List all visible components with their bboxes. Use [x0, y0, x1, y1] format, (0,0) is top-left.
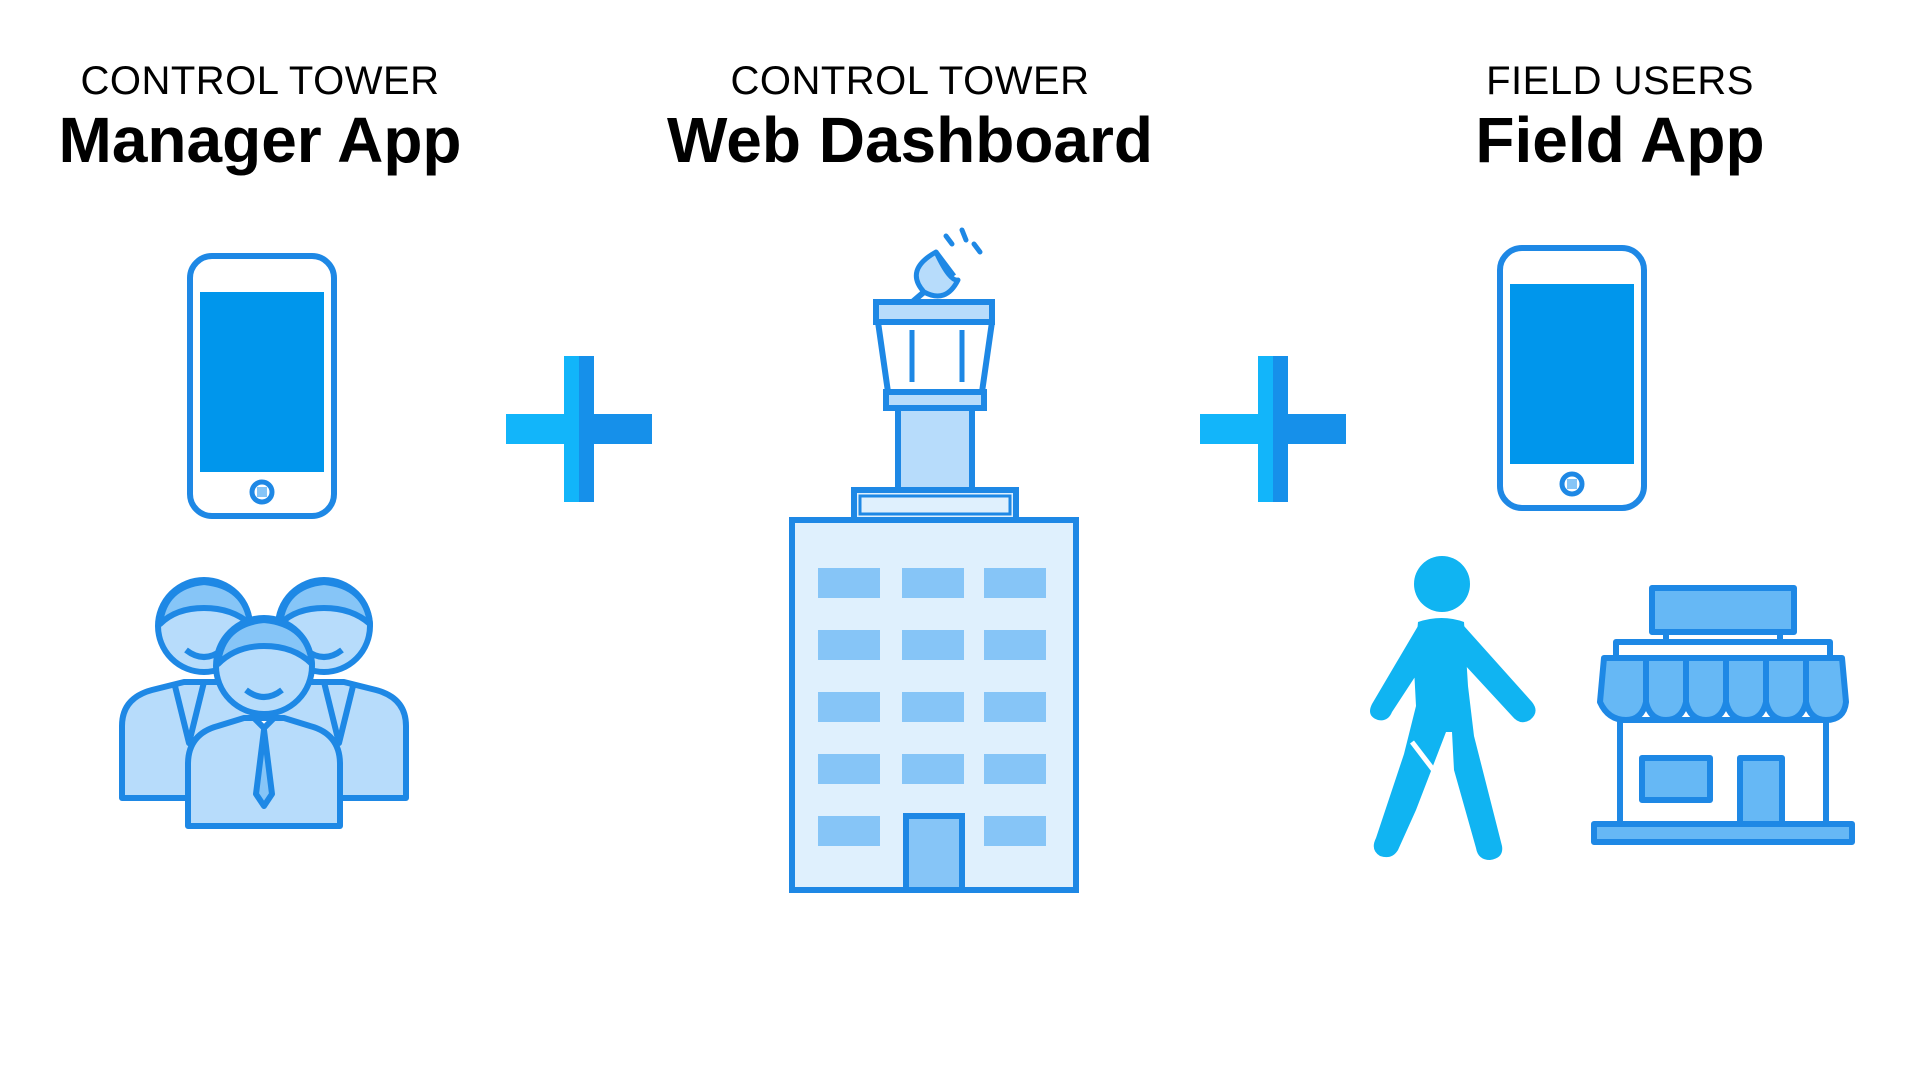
plus-icon: [1200, 356, 1346, 502]
column-subtitle: FIELD USERS: [1486, 59, 1754, 103]
smartphone-icon: [187, 253, 337, 519]
plus-icon: [506, 356, 652, 502]
column-title: Manager App: [58, 104, 462, 176]
column-header-field-app: FIELD USERS Field App: [1400, 58, 1840, 176]
column-subtitle: CONTROL TOWER: [80, 59, 440, 103]
managers-group-icon: [119, 577, 409, 829]
walking-person-icon: [1370, 556, 1536, 860]
control-tower-building-icon: [789, 227, 1079, 893]
column-header-web-dashboard: CONTROL TOWER Web Dashboard: [660, 58, 1160, 176]
column-subtitle: CONTROL TOWER: [730, 59, 1090, 103]
column-header-manager-app: CONTROL TOWER Manager App: [30, 58, 490, 176]
smartphone-icon: [1497, 245, 1647, 511]
column-title: Web Dashboard: [667, 104, 1153, 176]
storefront-icon: [1591, 585, 1855, 845]
column-title: Field App: [1475, 104, 1765, 176]
